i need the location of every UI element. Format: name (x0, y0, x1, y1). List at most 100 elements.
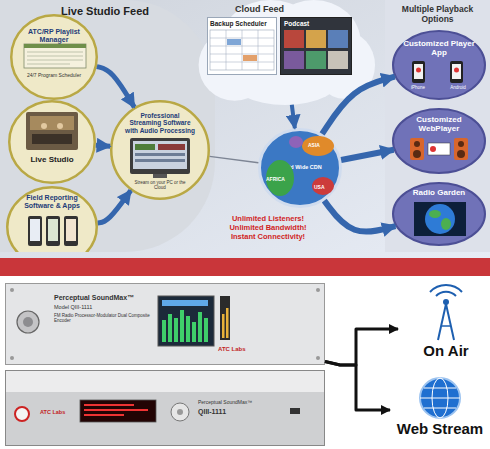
broadcast-tower-icon (430, 285, 462, 292)
node-text: Android (442, 85, 474, 90)
scheduler-calendar (210, 54, 274, 55)
streaming-software-monitor (153, 174, 167, 178)
processor-front-panel (168, 314, 172, 342)
webplayer-speakers (414, 141, 420, 147)
node-text: Model QIII-1111 (54, 304, 154, 310)
live-studio-panel: Live Studio FeedATC/RP Playlist Manager2… (0, 0, 215, 252)
field-app-phones (28, 216, 78, 246)
processor-front-panel (180, 310, 184, 342)
streaming-software-monitor (135, 159, 185, 162)
red-divider-band (0, 258, 490, 276)
node-heading: Professional Streaming Software with Aud… (125, 112, 195, 134)
bottom-background (0, 276, 490, 449)
web-globe-icon (424, 388, 456, 389)
connector-arrow (322, 77, 395, 134)
ellipse-outline (10, 14, 98, 100)
globe-continents (302, 136, 334, 156)
processor-front-panel (186, 316, 190, 342)
studio-photo (26, 112, 78, 150)
scheduler-calendar (227, 39, 241, 45)
processor-front: Perceptual SoundMax™Model QIII-1111FM Ra… (5, 283, 325, 365)
playlist-screenshot (27, 56, 83, 57)
studio-circle: Live Studio (8, 100, 96, 184)
node-text: 24/7 Program Scheduler (22, 73, 86, 79)
processor-control-panel (84, 404, 134, 406)
broadcast-tower-icon (438, 304, 446, 340)
on-air-output: On Air (398, 290, 490, 368)
phone-icons (416, 68, 421, 73)
broadcast-tower-icon (443, 299, 449, 305)
ellipse-outline (260, 130, 341, 207)
studio-photo (26, 112, 78, 150)
web-globe-icon (432, 378, 448, 418)
processor-front-panel (162, 300, 208, 306)
ellipse-outline (8, 100, 96, 184)
processor-front-panel (162, 320, 166, 342)
globe-continents (312, 177, 334, 195)
connector-arrow (97, 67, 134, 108)
processor-front-panel (220, 296, 230, 340)
node-heading: Radio Garden (402, 188, 476, 197)
podcast-thumbnails (306, 51, 326, 69)
processor-control-panel (177, 409, 183, 415)
processor-control-panel (80, 400, 156, 422)
node-heading: Live Studio (18, 155, 86, 164)
studio-photo (32, 134, 72, 144)
web-globe-icon (420, 378, 460, 418)
node-heading: ATC/RP Playlist Manager (22, 28, 86, 44)
podcast-thumbnails (284, 30, 348, 69)
streaming-software-monitor (130, 138, 190, 174)
field-reporting-circle: Field Reporting Software & Apps (6, 186, 98, 252)
scheduler-calendar (210, 30, 274, 70)
ellipse-outline (393, 183, 485, 245)
ellipse-outline (393, 31, 485, 99)
processor-front-panel (192, 322, 196, 342)
processor-control-panel (84, 409, 148, 411)
playlist-screenshot (27, 64, 70, 65)
ellipse-outline (393, 109, 485, 173)
webplayer-speakers (454, 138, 468, 160)
processor-front-panel (226, 308, 229, 338)
webplayer-oval: Customized WebPlayer (392, 108, 486, 174)
broadcast-tower-icon (446, 304, 454, 340)
broadcast-tower-icon (436, 292, 456, 296)
ellipse-outline (7, 187, 97, 252)
field-app-phones (48, 219, 58, 241)
streaming-software-monitor (158, 144, 185, 150)
webplayer-speakers (410, 138, 424, 160)
processor-front-panel (198, 312, 202, 342)
node-heading: On Air (404, 342, 488, 359)
globe-continents (266, 136, 334, 196)
phone-icons (450, 61, 463, 83)
processor-front-panel (17, 311, 39, 333)
scheduler-calendar (258, 30, 259, 70)
processor-front-panel (10, 288, 320, 360)
scheduler-calendar (226, 30, 227, 70)
phone-icons (412, 61, 425, 83)
broadcast-tower-icon (441, 325, 451, 327)
processor-control-panel (15, 407, 29, 421)
processor-front-panel (316, 356, 320, 360)
phone-icons (452, 64, 461, 79)
scheduler-calendar (210, 46, 274, 47)
studio-photo (57, 123, 63, 129)
processor-front-panel (204, 318, 208, 342)
connector-arrow (292, 105, 295, 128)
studio-photo (41, 123, 47, 129)
node-heading: World Wide CDN (270, 164, 330, 170)
node-heading: Perceptual SoundMax™ (54, 294, 158, 302)
processor-front-panel (174, 318, 178, 342)
streaming-software-monitor (133, 141, 187, 169)
processor-control-panel (15, 400, 300, 422)
processor-front-panel (23, 317, 33, 327)
node-heading: Cloud Feed (235, 4, 315, 14)
podcast-screen: Podcast (280, 17, 352, 75)
connector-arrow (324, 201, 395, 232)
node-text: QIII-1111 (198, 408, 258, 416)
scheduler-calendar (243, 55, 257, 61)
radio-garden-globe (414, 202, 466, 236)
web-globe-icon (420, 378, 460, 418)
node-heading: ATC Labs (40, 409, 78, 415)
phone-icons (454, 68, 459, 73)
phone-icons (412, 61, 463, 83)
